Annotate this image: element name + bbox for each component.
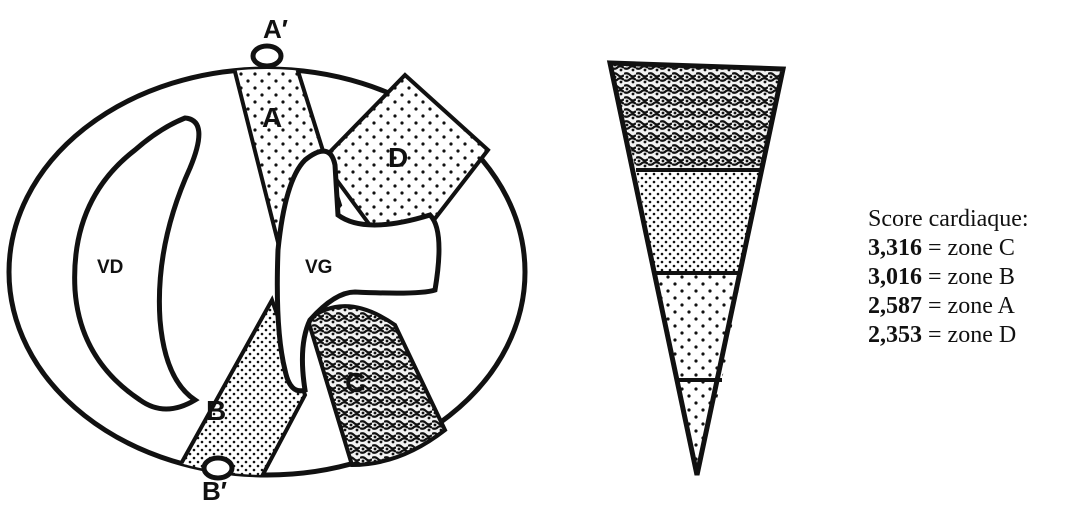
legend-entry: 2,353=zone D xyxy=(868,321,1029,350)
legend-entry: 2,587=zone A xyxy=(868,292,1029,321)
marker-b-prime xyxy=(204,458,232,478)
legend-value: 3,316 xyxy=(868,235,922,261)
legend-equals: = xyxy=(928,293,942,319)
marker-a-prime xyxy=(253,46,281,66)
label-b-prime: B′ xyxy=(202,476,227,503)
score-legend: Score cardiaque: 3,316=zone C 3,016=zone… xyxy=(868,205,1029,350)
label-zone-c: C xyxy=(345,367,365,398)
score-wedge xyxy=(610,63,783,475)
legend-zone: zone A xyxy=(948,293,1015,319)
legend-title: Score cardiaque: xyxy=(868,205,1029,234)
label-zone-a: A xyxy=(262,102,282,133)
label-zone-d: D xyxy=(388,142,408,173)
label-zone-b: B xyxy=(206,395,226,426)
legend-value: 2,353 xyxy=(868,322,922,348)
legend-zone: zone B xyxy=(948,264,1015,290)
legend-entry: 3,316=zone C xyxy=(868,234,1029,263)
label-vg: VG xyxy=(305,257,332,278)
legend-zone: zone D xyxy=(948,322,1017,348)
legend-value: 3,016 xyxy=(868,264,922,290)
label-vd: VD xyxy=(97,257,123,278)
legend-equals: = xyxy=(928,322,942,348)
legend-value: 2,587 xyxy=(868,293,922,319)
legend-equals: = xyxy=(928,264,942,290)
legend-equals: = xyxy=(928,235,942,261)
label-a-prime: A′ xyxy=(263,14,288,44)
wedge-segment-c xyxy=(610,63,783,170)
legend-zone: zone C xyxy=(948,235,1015,261)
legend-entry: 3,016=zone B xyxy=(868,263,1029,292)
